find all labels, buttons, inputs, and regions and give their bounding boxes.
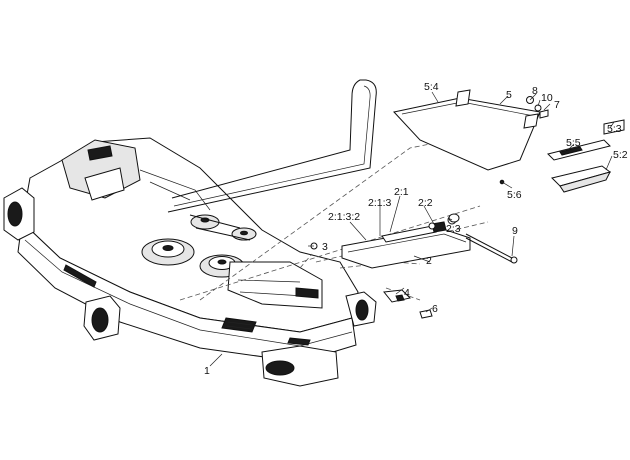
callout-9: 9 [512,225,518,237]
mower-deck [3,137,377,387]
side-brackets [547,119,625,193]
mount-bracket [383,289,411,303]
callout-2-1-3: 2:1:3 [368,197,392,209]
callout-5-5: 5:5 [566,137,581,149]
callout-7: 7 [554,99,560,111]
callout-2-2: 2:2 [418,197,433,209]
cover-plate [393,89,541,171]
callout-labels: 1 2 2:1 2:1:3 2:1:3:2 2:2 2:3 3 4 5 5:2 … [204,81,628,377]
callout-10: 10 [541,92,553,104]
callout-8: 8 [532,85,538,97]
callout-5-6: 5:6 [507,189,522,201]
callout-1: 1 [204,365,210,377]
callout-5-2: 5:2 [613,149,628,161]
leader-lines [209,91,615,367]
step-bracket [341,215,471,269]
callout-2-1: 2:1 [394,186,409,198]
callout-2-3: 2:3 [446,223,461,235]
callout-3: 3 [322,241,328,253]
deck-lift-handle [167,79,377,213]
callout-6: 6 [432,303,438,315]
callout-4: 4 [404,287,410,299]
callout-5-4: 5:4 [424,81,439,93]
callout-2-1-3-2: 2:1:3:2 [328,211,360,223]
callout-2: 2 [426,255,432,267]
callout-5: 5 [506,89,512,101]
callout-5-3: 5:3 [607,123,622,135]
